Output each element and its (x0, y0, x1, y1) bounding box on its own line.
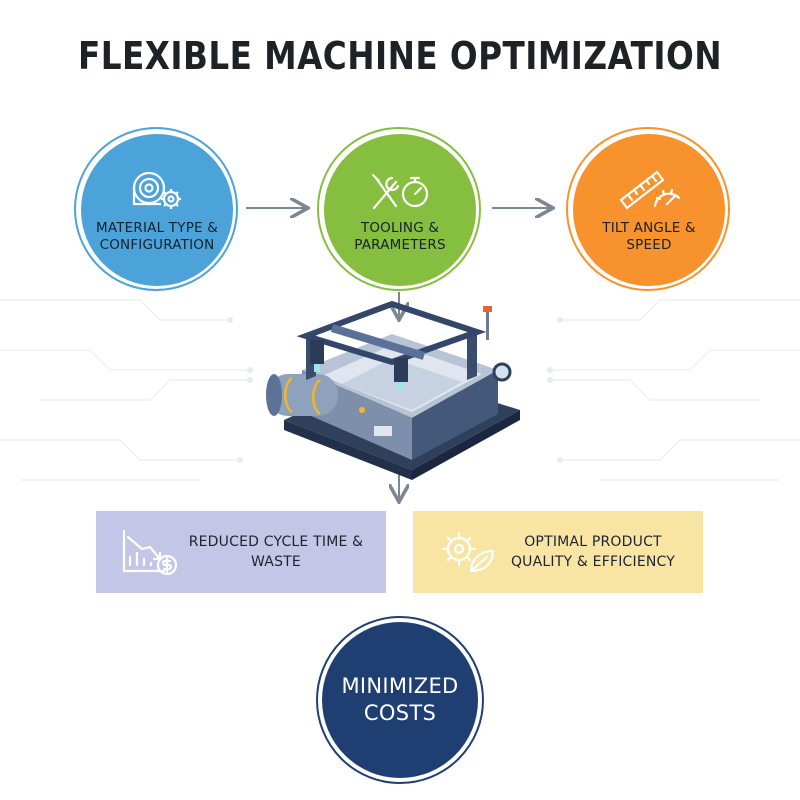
gear-leaf-icon (441, 531, 495, 573)
input-node-material: MATERIAL TYPE & CONFIGURATION (74, 127, 238, 291)
outcome-label: REDUCED CYCLE TIME & WASTE (188, 534, 364, 570)
declining-chart-dollar-icon (122, 529, 178, 576)
wrench-screwdriver-gauge-icon (371, 173, 429, 210)
input-label: MATERIAL TYPE & CONFIGURATION (95, 220, 218, 253)
input-label: TOOLING & PARAMETERS (354, 220, 446, 253)
input-node-tilt: TILT ANGLE & SPEED (566, 127, 730, 291)
ruler-speedometer-icon (619, 170, 681, 210)
page-title: FLEXIBLE MACHINE OPTIMIZATION (77, 34, 722, 78)
material-spool-gear-icon (132, 171, 181, 209)
outcome-label: OPTIMAL PRODUCT QUALITY & EFFICIENCY (510, 534, 676, 570)
input-node-tooling: TOOLING & PARAMETERS (317, 127, 481, 291)
outcome-box-quality: OPTIMAL PRODUCT QUALITY & EFFICIENCY (413, 511, 703, 593)
result-minimized-costs: MINIMIZED COSTS (316, 616, 484, 784)
result-ring (316, 616, 484, 784)
outcome-box-cycle-time: REDUCED CYCLE TIME & WASTE (96, 511, 386, 593)
cnc-machine-illustration (266, 300, 520, 480)
input-label: TILT ANGLE & SPEED (602, 220, 696, 253)
